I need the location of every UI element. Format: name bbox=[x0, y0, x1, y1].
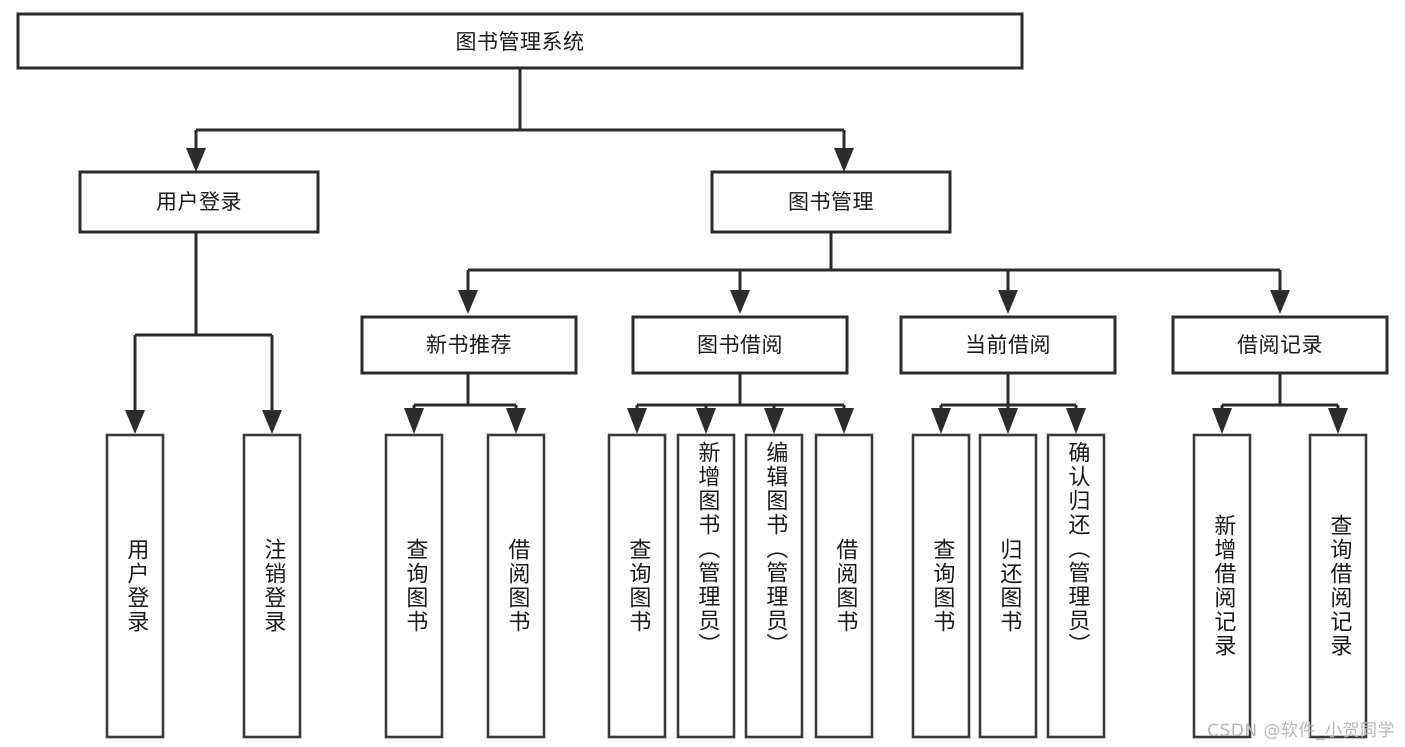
node-book-borrow-label: 图书借阅 bbox=[697, 333, 783, 357]
connector-userlogin-to-leaves bbox=[125, 232, 282, 434]
leaf-box-new-book-0[interactable] bbox=[384, 433, 444, 739]
connector-root-to-level2 bbox=[186, 68, 854, 172]
node-user-login-label: 用户登录 bbox=[156, 190, 242, 214]
node-book-manage-label: 图书管理 bbox=[788, 190, 874, 214]
node-new-book-recommend-label: 新书推荐 bbox=[426, 333, 512, 357]
connector-borrowrecord-to-leaves bbox=[1212, 373, 1348, 434]
node-current-borrow[interactable]: 当前借阅 bbox=[899, 315, 1117, 375]
leaf-box-current-borrow-0[interactable] bbox=[911, 433, 971, 739]
node-user-login[interactable]: 用户登录 bbox=[78, 170, 320, 234]
node-book-manage[interactable]: 图书管理 bbox=[710, 170, 952, 234]
node-current-borrow-label: 当前借阅 bbox=[965, 333, 1051, 357]
node-root-label: 图书管理系统 bbox=[456, 30, 585, 54]
leaf-box-current-borrow-2[interactable] bbox=[1046, 433, 1106, 739]
leaf-box-book-borrow-0[interactable] bbox=[607, 433, 667, 739]
node-borrow-record[interactable]: 借阅记录 bbox=[1171, 315, 1389, 375]
leaf-box-user-login-1[interactable] bbox=[242, 433, 302, 739]
node-borrow-record-label: 借阅记录 bbox=[1237, 333, 1323, 357]
node-book-borrow[interactable]: 图书借阅 bbox=[631, 315, 849, 375]
connector-bookmanage-to-level3 bbox=[458, 232, 1290, 314]
leaf-box-new-book-1[interactable] bbox=[486, 433, 546, 739]
node-new-book-recommend[interactable]: 新书推荐 bbox=[360, 315, 578, 375]
leaf-box-book-borrow-2[interactable] bbox=[744, 433, 804, 739]
leaf-box-current-borrow-1[interactable] bbox=[978, 433, 1038, 739]
connector-newbook-to-leaves bbox=[404, 373, 526, 434]
leaf-box-book-borrow-1[interactable] bbox=[676, 433, 736, 739]
leaf-box-borrow-record-1[interactable] bbox=[1308, 433, 1368, 739]
connector-bookborrow-to-leaves bbox=[627, 373, 854, 434]
watermark-text: CSDN @软件_小贺同学 bbox=[1207, 721, 1395, 741]
leaf-box-user-login-0[interactable] bbox=[105, 433, 165, 739]
connector-currentborrow-to-leaves bbox=[931, 373, 1086, 434]
leaf-box-book-borrow-3[interactable] bbox=[814, 433, 874, 739]
node-root[interactable]: 图书管理系统 bbox=[16, 12, 1024, 70]
leaf-box-borrow-record-0[interactable] bbox=[1192, 433, 1252, 739]
